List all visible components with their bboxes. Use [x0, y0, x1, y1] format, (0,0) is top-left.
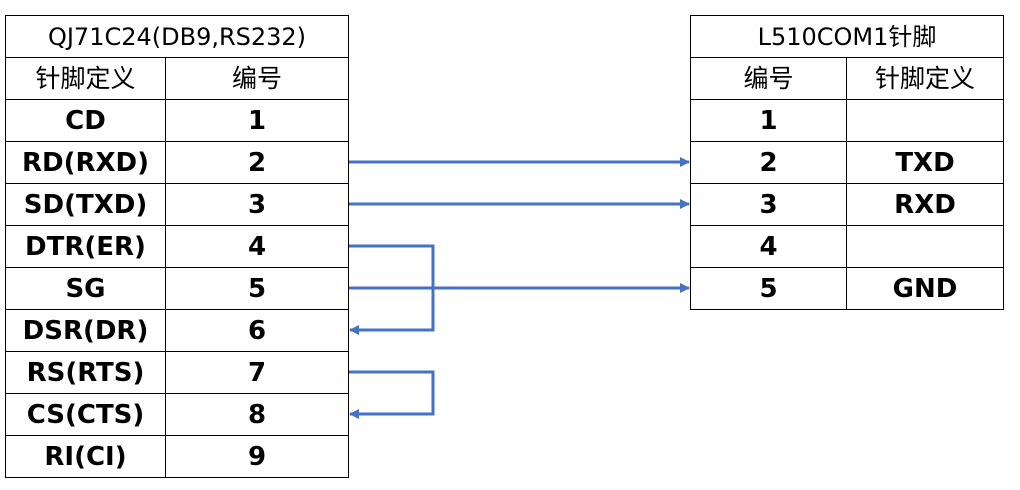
right-pin-number: 5	[690, 267, 847, 310]
left-pin-row: SD(TXD) 3	[5, 183, 349, 226]
right-pin-number: 4	[690, 225, 847, 268]
left-pin-definition: SG	[5, 267, 166, 310]
loopback-wire-pin7-to-pin8	[349, 370, 435, 419]
qj71c24-pin-table: QJ71C24(DB9,RS232) 针脚定义 编号 CD 1 RD(RXD) …	[5, 15, 349, 478]
left-pin-definition: RI(CI)	[5, 435, 166, 478]
right-header-number: 编号	[690, 57, 847, 100]
left-pin-definition: CS(CTS)	[5, 393, 166, 436]
left-pin-row: RI(CI) 9	[5, 435, 349, 478]
left-pin-number: 2	[165, 141, 349, 184]
left-pin-number: 6	[165, 309, 349, 352]
loopback-wire-pin4-to-pin6	[349, 244, 435, 335]
left-pin-number: 7	[165, 351, 349, 394]
left-pin-row: DSR(DR) 6	[5, 309, 349, 352]
left-header-number: 编号	[165, 57, 349, 100]
right-pin-definition: GND	[846, 267, 1004, 310]
right-table-title: L510COM1针脚	[690, 15, 1004, 58]
right-pin-definition	[846, 225, 1004, 268]
left-pin-row: RD(RXD) 2	[5, 141, 349, 184]
left-header-row: 针脚定义 编号	[5, 57, 349, 100]
right-pin-row: 5 GND	[690, 267, 1004, 310]
right-pin-definition: TXD	[846, 141, 1004, 184]
right-pin-row: 4	[690, 225, 1004, 268]
left-pin-number: 3	[165, 183, 349, 226]
right-pin-row: 3 RXD	[690, 183, 1004, 226]
left-pin-definition: RD(RXD)	[5, 141, 166, 184]
left-pin-row: RS(RTS) 7	[5, 351, 349, 394]
left-title-row: QJ71C24(DB9,RS232)	[5, 15, 349, 58]
left-header-definition: 针脚定义	[5, 57, 166, 100]
left-pin-definition: DTR(ER)	[5, 225, 166, 268]
right-pin-row: 2 TXD	[690, 141, 1004, 184]
l510-com1-pin-table: L510COM1针脚 编号 针脚定义 1 2 TXD 3 RXD 4 5 GND	[690, 15, 1004, 310]
right-pin-number: 3	[690, 183, 847, 226]
left-pin-number: 9	[165, 435, 349, 478]
right-pin-definition: RXD	[846, 183, 1004, 226]
right-header-definition: 针脚定义	[846, 57, 1004, 100]
left-table-title: QJ71C24(DB9,RS232)	[5, 15, 349, 58]
right-header-row: 编号 针脚定义	[690, 57, 1004, 100]
right-title-row: L510COM1针脚	[690, 15, 1004, 58]
left-pin-definition: DSR(DR)	[5, 309, 166, 352]
right-pin-number: 1	[690, 99, 847, 142]
